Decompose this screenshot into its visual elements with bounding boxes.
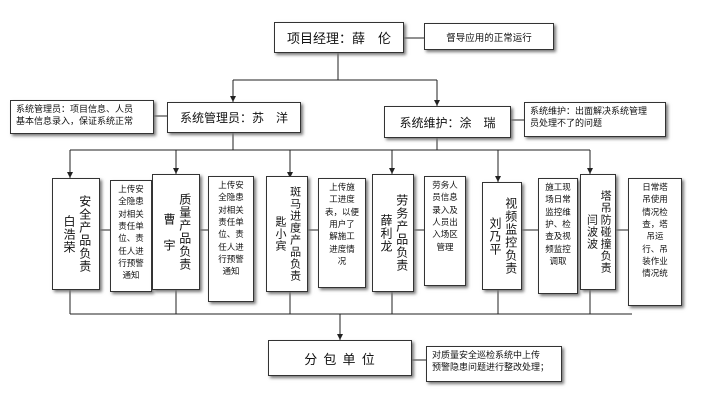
role-title: 视频监控负责 (503, 197, 518, 275)
project-manager-note: 督导应用的正常运行 (424, 23, 554, 50)
role-title: 安全产品负责 (77, 195, 92, 273)
system-maintenance-box: 系统维护：涂 瑞 (384, 106, 511, 138)
desc-line: 管理 (436, 242, 454, 253)
desc-line: 入场区 (432, 230, 458, 241)
role-title: 劳务产品负责 (394, 194, 409, 272)
role-box-video: 视频监控负责 刘乃平 (482, 182, 522, 290)
role-desc-labor: 劳务人 员信息 录入及 人员出 入场区 管理 (424, 176, 466, 286)
desc-line: 任人进 (218, 242, 244, 253)
subcontractor-title: 分 包 单 位 (304, 352, 376, 368)
subcontractor-box: 分 包 单 位 (268, 340, 412, 376)
role-title: 斑马进度产品负责 (288, 186, 302, 282)
system-admin-box: 系统管理员：苏 洋 (167, 102, 301, 133)
desc-line: 上传施 (329, 183, 355, 193)
desc-line: 位、责 (218, 230, 244, 241)
role-desc-tower-crane: 日常塔 吊使用 情况检 查，塔 吊运 行、吊 装作业 情况统 (628, 178, 682, 306)
subcontractor-note-line: 对质量安全巡检系统中上传 (432, 351, 541, 361)
project-manager-title: 项目经理：薛 伦 (286, 32, 391, 47)
subcontractor-note: 对质量安全巡检系统中上传 预警隐患问题进行整改处理； (426, 346, 562, 382)
desc-line: 装作业 (642, 256, 668, 267)
desc-line: 施工现 (545, 183, 571, 193)
system-maintenance-note: 系统维护：出面解决系统管理 员处理不了的问题 (524, 102, 666, 137)
system-maintenance-note-line: 系统维护：出面解决系统管理 (530, 107, 648, 117)
system-admin-note: 系统管理员：项目信息、人员 基本信息录入，保证系统正常 (10, 100, 154, 134)
project-manager-note-text: 督导应用的正常运行 (446, 32, 532, 44)
role-box-safety: 安全产品负责 白浩荣 (52, 178, 100, 290)
role-title: 塔吊防碰撞负责 (599, 190, 613, 274)
desc-line: 场日常 (545, 195, 571, 206)
desc-line: 情况统 (642, 269, 668, 280)
desc-line: 人员出 (432, 217, 458, 228)
role-person: 曹 宇 (162, 212, 176, 252)
desc-line: 上传安 (218, 181, 244, 191)
desc-line: 全隐患 (218, 193, 244, 204)
role-box-tower-crane: 塔吊防碰撞负责 闫波波 (580, 174, 616, 290)
desc-line: 查及视 (545, 232, 571, 243)
desc-line: 监控维 (545, 207, 571, 218)
desc-line: 用户了 (329, 219, 355, 230)
desc-line: 工进度 (329, 195, 355, 206)
role-title: 质量产品负责 (177, 193, 192, 271)
role-desc-quality: 上传安 全隐患 对相关 责任单 位、责 任人进 行预警 通知 (208, 176, 254, 302)
desc-line: 通知 (222, 267, 240, 278)
desc-line: 吊运 (646, 232, 664, 243)
desc-line: 行、吊 (642, 244, 668, 255)
desc-line: 护、检 (545, 219, 571, 230)
role-desc-video: 施工现 场日常 监控维 护、检 查及视 频监控 调取 (538, 178, 578, 294)
desc-line: 解施工 (329, 232, 355, 243)
desc-line: 任人进 (118, 246, 144, 257)
desc-line: 劳务人 (432, 181, 458, 191)
system-admin-title: 系统管理员：苏 洋 (179, 111, 288, 125)
desc-line: 表，以便 (324, 207, 359, 218)
desc-line: 况 (337, 256, 347, 267)
role-person: 匙小宾 (274, 216, 287, 252)
system-maintenance-note-line: 员处理不了的问题 (530, 119, 603, 130)
desc-line: 位、责 (118, 234, 144, 245)
desc-line: 全隐患 (118, 197, 144, 208)
system-admin-note-line: 系统管理员：项目信息、人员 (16, 105, 134, 115)
role-box-progress: 斑马进度产品负责 匙小宾 (266, 176, 308, 292)
desc-line: 通知 (122, 271, 140, 282)
desc-line: 员信息 (432, 193, 458, 204)
desc-line: 行预警 (118, 258, 144, 269)
desc-line: 行预警 (218, 254, 244, 265)
role-desc-progress: 上传施 工进度 表，以便 用户了 解施工 进度情 况 (318, 178, 366, 288)
role-person: 白浩荣 (62, 214, 76, 254)
desc-line: 吊使用 (642, 195, 668, 206)
project-manager-box: 项目经理：薛 伦 (274, 22, 404, 53)
desc-line: 录入及 (432, 205, 458, 216)
desc-line: 对相关 (218, 205, 244, 216)
desc-line: 上传安 (118, 185, 144, 195)
desc-line: 调取 (549, 256, 567, 267)
role-desc-safety: 上传安 全隐患 对相关 责任单 位、责 任人进 行预警 通知 (110, 180, 152, 292)
system-maintenance-title: 系统维护：涂 瑞 (399, 115, 496, 130)
desc-line: 日常塔 (642, 183, 668, 193)
desc-line: 情况检 (642, 207, 668, 218)
system-admin-note-line: 基本信息录入，保证系统正常 (16, 117, 134, 128)
desc-line: 进度情 (329, 244, 355, 255)
desc-line: 查，塔 (642, 219, 668, 230)
role-person: 刘乃平 (488, 216, 502, 256)
role-box-labor: 劳务产品负责 薛利龙 (372, 174, 414, 292)
role-box-quality: 质量产品负责 曹 宇 (152, 174, 200, 290)
role-person: 薛利龙 (379, 213, 393, 253)
desc-line: 责任单 (118, 221, 144, 232)
subcontractor-note-line: 预警隐患问题进行整改处理； (432, 363, 550, 374)
desc-line: 对相关 (118, 209, 144, 220)
desc-line: 频监控 (545, 244, 571, 255)
role-person: 闫波波 (585, 214, 599, 250)
desc-line: 责任单 (218, 217, 244, 228)
